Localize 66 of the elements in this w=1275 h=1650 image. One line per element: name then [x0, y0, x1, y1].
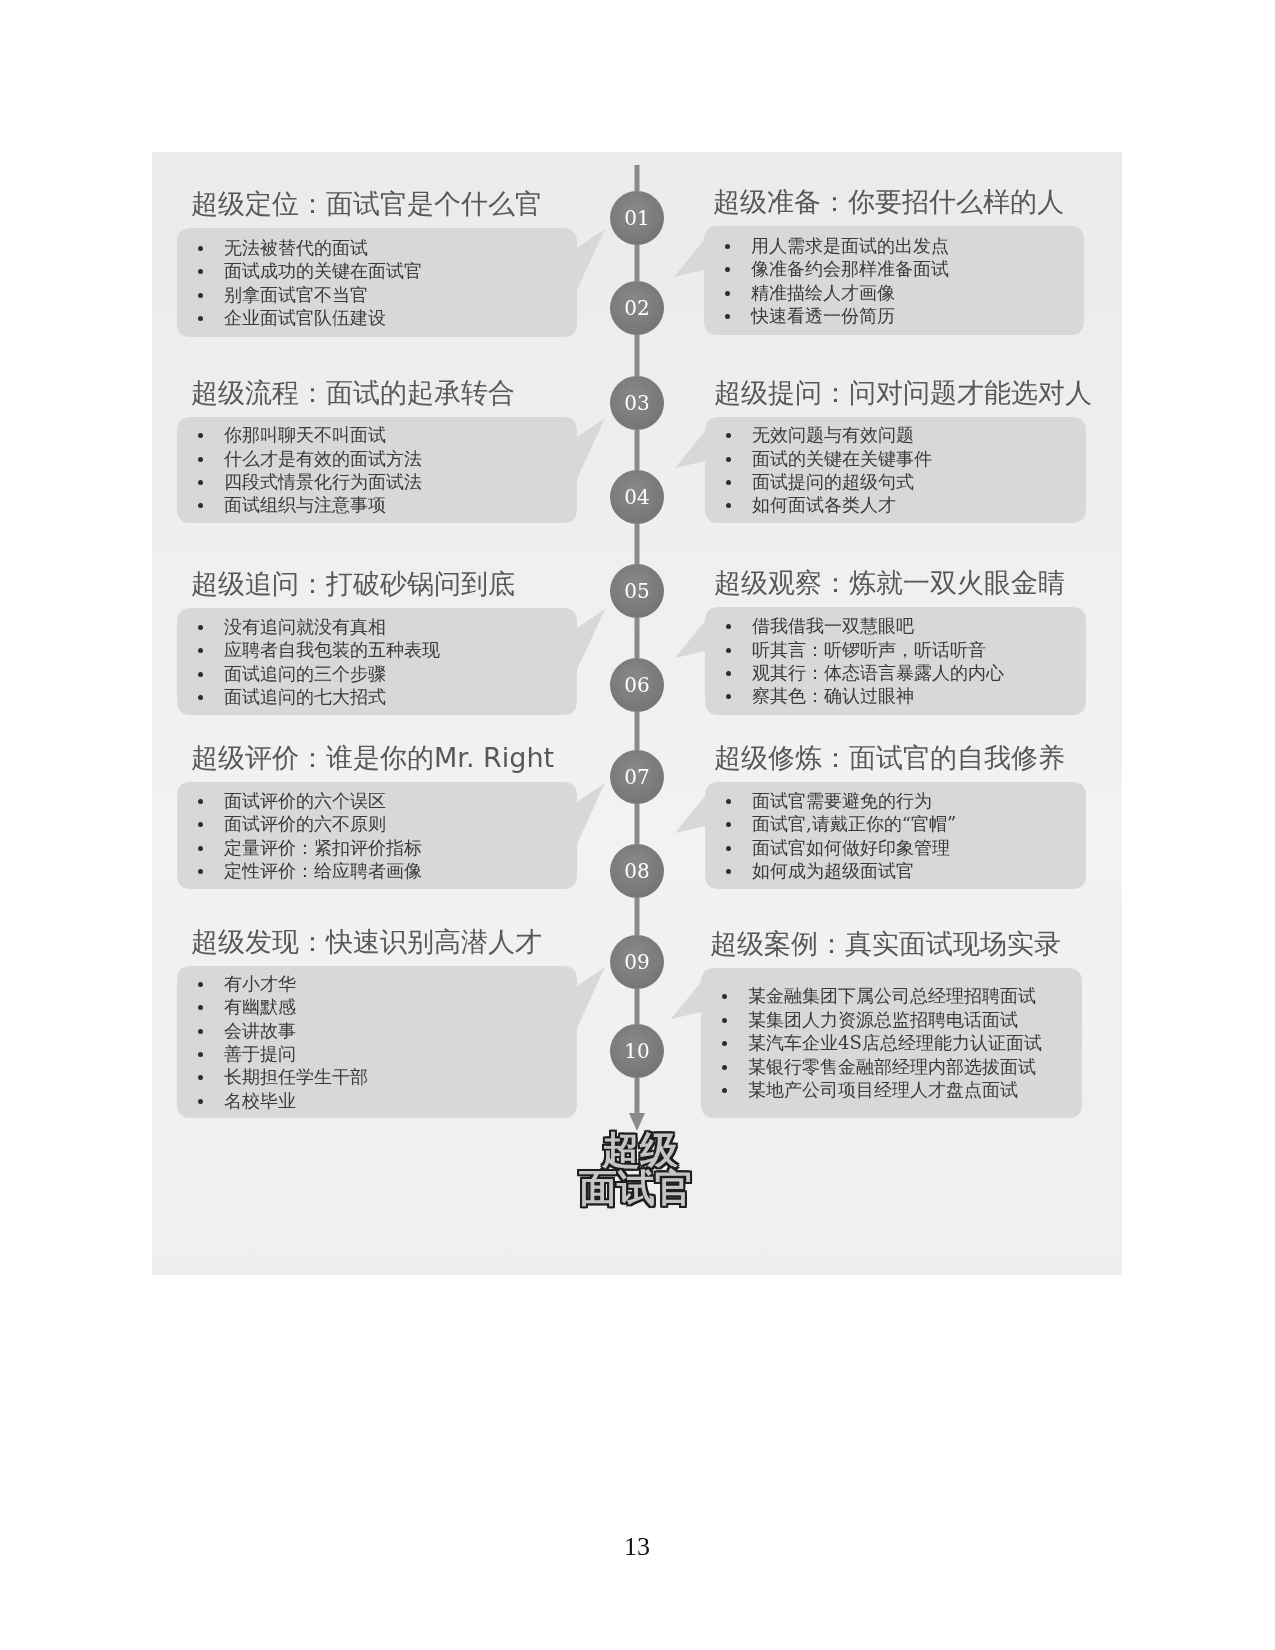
bullet-item: 别拿面试官不当官	[197, 282, 368, 306]
bullet-item: 某金融集团下属公司总经理招聘面试	[721, 984, 1036, 1008]
bullet-item: 企业面试官队伍建设	[197, 305, 386, 330]
bullet-item: 面试成功的关键在面试官	[197, 259, 422, 283]
bullet-item: 某集团人力资源总监招聘电话面试	[721, 1007, 1018, 1032]
section-heading: 超级定位：面试官是个什么官	[191, 188, 542, 220]
bullet-item: 观其行：体态语言暴露人的内心	[725, 661, 1004, 685]
timeline-line	[634, 618, 640, 658]
bullet-item: 借我借我一双慧眼吧	[725, 614, 914, 638]
bullet-item: 有幽默感	[197, 995, 296, 1019]
bullet-item: 什么才是有效的面试方法	[197, 446, 422, 470]
bullet-item: 名校毕业	[197, 1088, 296, 1113]
bullet-item: 某地产公司项目经理人才盘点面试	[721, 1078, 1018, 1102]
section-heading: 超级发现：快速识别高潜人才	[191, 926, 542, 958]
bullet-item: 快速看透一份简历	[724, 303, 895, 328]
bullet-item: 察其色：确认过眼神	[725, 684, 914, 708]
bullet-item: 面试的关键在关键事件	[725, 446, 932, 470]
bullet-item: 你那叫聊天不叫面试	[197, 423, 386, 447]
bullet-item: 精准描绘人才画像	[724, 280, 895, 304]
section-heading: 超级评价：谁是你的Mr. Right	[191, 742, 555, 774]
bullet-item: 面试评价的六个误区	[197, 788, 386, 813]
bullet-item: 面试官需要避免的行为	[725, 788, 932, 813]
bullet-item: 无效问题与有效问题	[725, 423, 914, 447]
bullet-item: 应聘者自我包装的五种表现	[197, 638, 440, 662]
bullet-item: 面试追问的七大招式	[197, 684, 386, 709]
bullet-item: 某银行零售金融部经理内部选拔面试	[721, 1054, 1036, 1079]
section-heading: 超级提问：问对问题才能选对人	[714, 377, 1092, 409]
bullet-item: 像准备约会那样准备面试	[724, 257, 949, 281]
stylized-title: 超级面试官	[579, 1131, 695, 1207]
page-number: 13	[624, 1532, 650, 1562]
section-heading: 超级追问：打破砂锅问到底	[191, 568, 515, 600]
bullet-item: 没有追问就没有真相	[197, 614, 386, 639]
bullet-item: 定性评价：给应聘者画像	[197, 858, 422, 883]
timeline-line	[634, 335, 640, 376]
bullet-item: 听其言：听锣听声，听话听音	[725, 637, 986, 661]
bullet-item: 面试提问的超级句式	[725, 470, 914, 494]
section-heading: 超级流程：面试的起承转合	[191, 377, 515, 409]
section-heading: 超级观察：炼就一双火眼金睛	[714, 567, 1065, 599]
bullet-item: 用人需求是面试的出发点	[724, 233, 949, 258]
section-heading: 超级修炼：面试官的自我修养	[714, 742, 1065, 774]
bullet-item: 某汽车企业4S店总经理能力认证面试	[721, 1031, 1042, 1055]
bullet-item: 四段式情景化行为面试法	[197, 470, 422, 494]
bullet-item: 会讲故事	[197, 1018, 296, 1042]
timeline-line	[634, 712, 640, 750]
timeline-line	[634, 430, 640, 470]
arrow	[628, 1078, 645, 1131]
bullet-item: 如何成为超级面试官	[725, 858, 914, 883]
timeline-line	[634, 989, 640, 1024]
timeline-line	[634, 804, 640, 844]
timeline-line	[634, 245, 640, 281]
bullet-item: 善于提问	[197, 1042, 296, 1066]
section-heading: 超级案例：真实面试现场实录	[710, 928, 1061, 960]
bullet-item: 面试追问的三个步骤	[197, 661, 386, 685]
bullet-item: 面试官如何做好印象管理	[725, 835, 950, 859]
bullet-item: 如何面试各类人才	[725, 493, 896, 517]
bullet-item: 有小才华	[197, 971, 296, 996]
bullet-item: 面试组织与注意事项	[197, 493, 386, 517]
timeline-line	[634, 165, 640, 191]
bullet-item: 面试官,请戴正你的“官帽”	[725, 812, 957, 836]
bullet-item: 面试评价的六不原则	[197, 812, 386, 836]
timeline-line	[634, 524, 640, 564]
timeline-line	[634, 898, 640, 935]
section-heading: 超级准备：你要招什么样的人	[713, 186, 1064, 218]
bullet-item: 无法被替代的面试	[197, 235, 368, 260]
bullet-item: 定量评价：紧扣评价指标	[197, 835, 422, 859]
bullet-item: 长期担任学生干部	[197, 1065, 368, 1089]
